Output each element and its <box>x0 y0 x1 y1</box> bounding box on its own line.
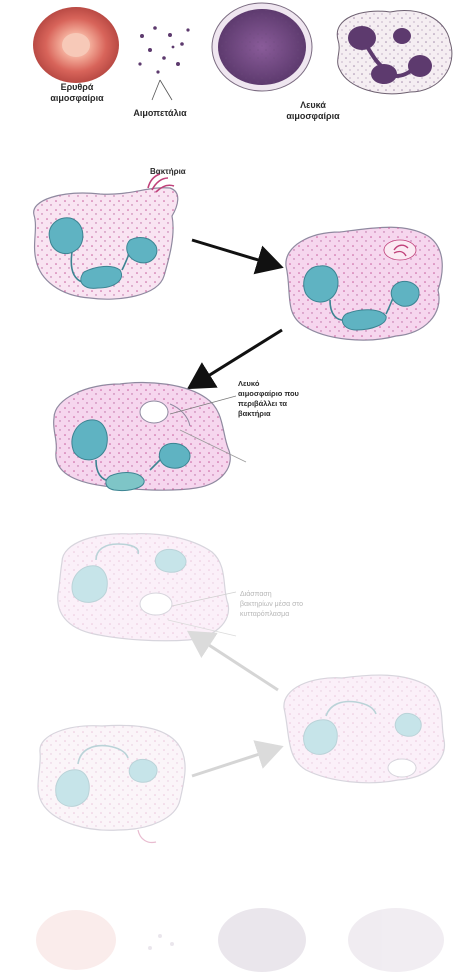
neutrophil-step-5 <box>284 675 445 783</box>
neutrophil-step-3 <box>54 383 231 491</box>
faded-sequence: Διάσπαση βακτηρίων μέσα στο κυτταρόπλασμ… <box>38 534 445 843</box>
svg-text:περιβάλλει τα: περιβάλλει τα <box>238 399 287 408</box>
leukocytes-label: Λευκά αιμοσφαίρια <box>268 100 358 122</box>
neutrophil-step-2 <box>286 227 442 340</box>
leukocytes-label-line-1: Λευκά <box>268 100 358 111</box>
erythrocytes-label: Ερυθρά αιμοσφαίρια <box>40 82 114 104</box>
platelets-icon <box>138 26 189 100</box>
lymphocyte-icon <box>212 3 312 91</box>
process-arrow-4 <box>192 748 278 776</box>
svg-text:βακτηρίων μέσα στο: βακτηρίων μέσα στο <box>240 600 303 608</box>
neutrophil-step-4 <box>58 534 229 641</box>
svg-text:αιμοσφαίριο που: αιμοσφαίριο που <box>238 389 300 398</box>
svg-text:Διάσπαση: Διάσπαση <box>240 590 272 598</box>
neutrophil-step-1 <box>34 188 178 299</box>
neutrophil-icon <box>337 10 452 93</box>
svg-text:Λευκό: Λευκό <box>238 379 260 388</box>
erythrocytes-label-line-2: αιμοσφαίρια <box>40 93 114 104</box>
bacteria-label: Βακτήρια <box>150 167 186 176</box>
process-arrow-3 <box>192 634 278 690</box>
digest-label: Διάσπαση βακτηρίων μέσα στο κυτταρόπλασμ… <box>240 590 303 618</box>
neutrophil-step-6 <box>38 725 185 842</box>
engulf-label: Λευκό αιμοσφαίριο που περιβάλλει τα βακτ… <box>238 379 300 418</box>
process-arrow-1 <box>192 240 278 266</box>
platelets-label: Αιμοπετάλια <box>118 108 202 119</box>
svg-text:βακτήρια: βακτήρια <box>238 409 271 418</box>
erythrocytes-label-line-1: Ερυθρά <box>40 82 114 93</box>
erythrocyte-icon <box>33 7 119 83</box>
leukocytes-label-line-2: αιμοσφαίρια <box>268 111 358 122</box>
svg-text:κυτταρόπλασμα: κυτταρόπλασμα <box>240 610 289 618</box>
process-arrow-2 <box>192 330 282 386</box>
faint-bottom-legend <box>36 908 444 972</box>
